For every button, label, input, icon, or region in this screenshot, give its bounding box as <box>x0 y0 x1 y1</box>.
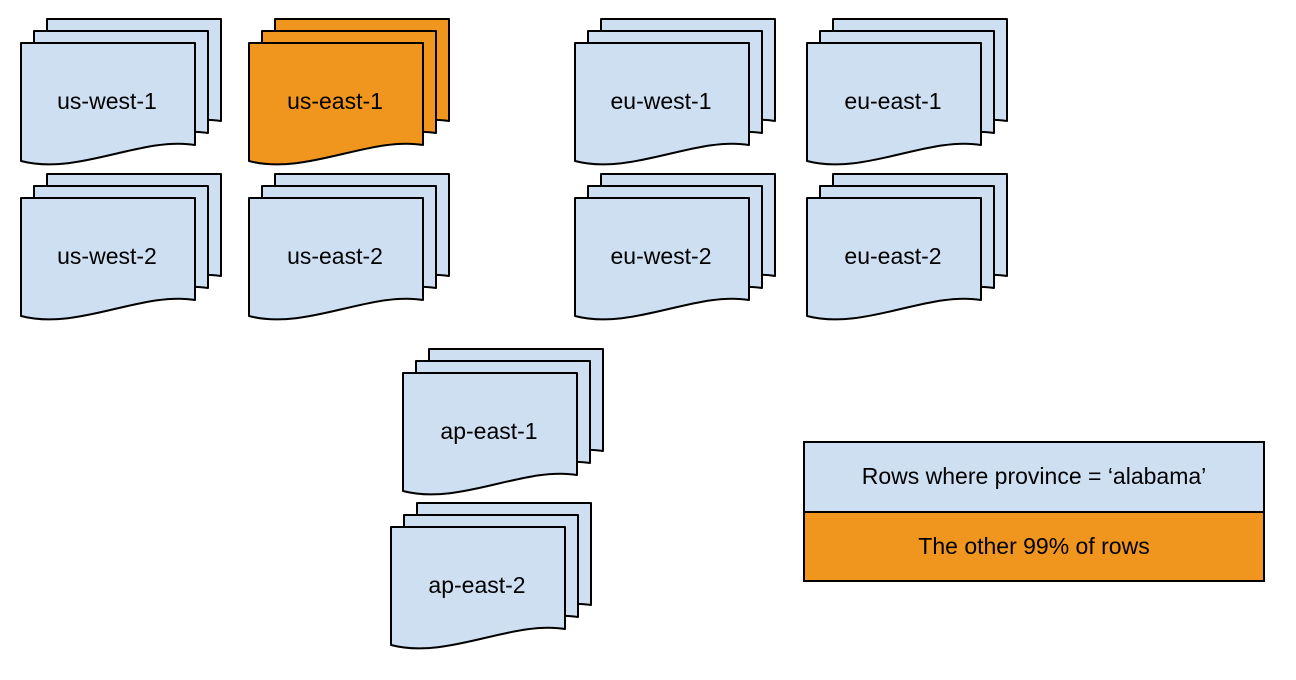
legend-label: The other 99% of rows <box>918 532 1150 559</box>
document-stack-icon <box>574 173 776 321</box>
document-stack-icon <box>248 18 450 166</box>
document-sheet-front <box>574 42 750 166</box>
document-stack-icon <box>574 18 776 166</box>
doc-stack-us-west-1: us-west-1 <box>20 18 222 167</box>
document-sheet-front <box>248 197 424 321</box>
document-stack-icon <box>402 348 604 496</box>
document-sheet-front <box>574 197 750 321</box>
document-stack-icon <box>20 18 222 166</box>
doc-stack-ap-east-2: ap-east-2 <box>390 502 592 651</box>
document-sheet-front <box>20 42 196 166</box>
document-sheet-front <box>20 197 196 321</box>
document-stack-icon <box>806 18 1008 166</box>
document-stack-icon <box>390 502 592 650</box>
document-stack-icon <box>806 173 1008 321</box>
doc-stack-ap-east-1: ap-east-1 <box>402 348 604 497</box>
doc-stack-us-west-2: us-west-2 <box>20 173 222 322</box>
doc-stack-eu-east-1: eu-east-1 <box>806 18 1008 167</box>
doc-stack-us-east-1: us-east-1 <box>248 18 450 167</box>
document-stack-icon <box>248 173 450 321</box>
document-sheet-front <box>402 372 578 496</box>
legend-item-other-rows: The other 99% of rows <box>805 510 1263 580</box>
legend: Rows where province = ‘alabama’ The othe… <box>803 441 1265 582</box>
doc-stack-eu-east-2: eu-east-2 <box>806 173 1008 322</box>
doc-stack-eu-west-2: eu-west-2 <box>574 173 776 322</box>
document-sheet-front <box>248 42 424 166</box>
legend-label: Rows where province = ‘alabama’ <box>861 463 1207 490</box>
legend-item-alabama-rows: Rows where province = ‘alabama’ <box>805 443 1263 511</box>
document-sheet-front <box>806 42 982 166</box>
document-stack-icon <box>20 173 222 321</box>
doc-stack-us-east-2: us-east-2 <box>248 173 450 322</box>
document-sheet-front <box>390 526 566 650</box>
doc-stack-eu-west-1: eu-west-1 <box>574 18 776 167</box>
document-sheet-front <box>806 197 982 321</box>
